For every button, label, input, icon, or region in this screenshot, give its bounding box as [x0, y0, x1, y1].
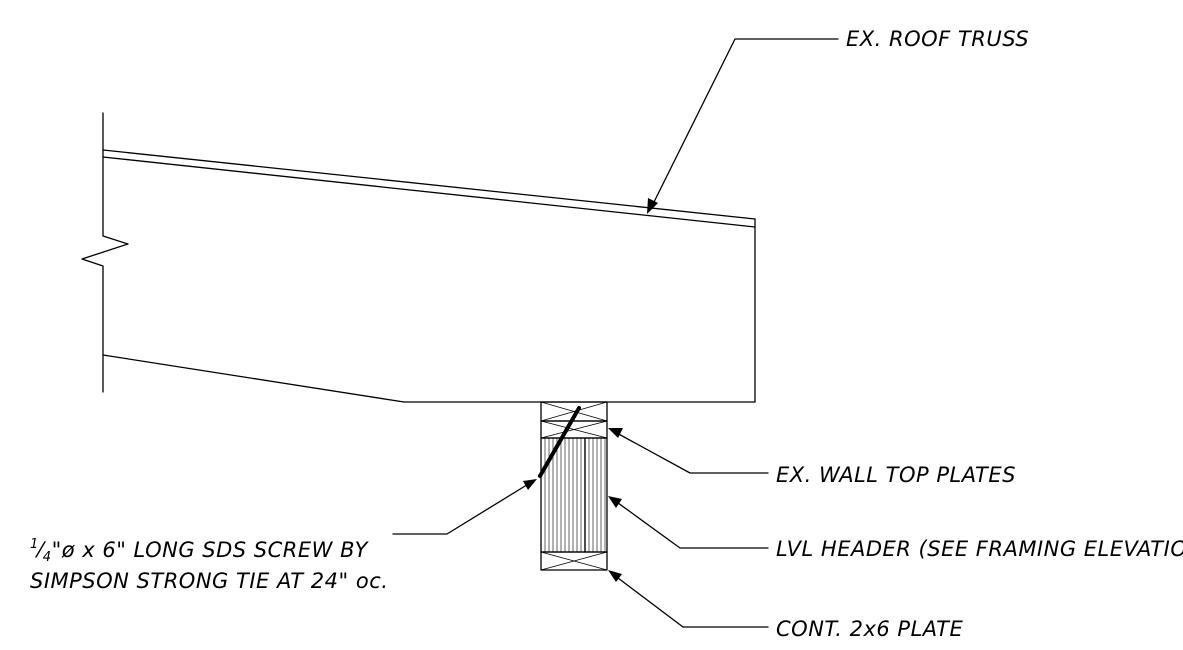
label-sds-screw-line2: SIMPSON STRONG TIE AT 24" oc. — [30, 569, 388, 593]
sds-screw — [538, 406, 581, 478]
cont-2x6-plate — [540, 551, 608, 571]
roof-truss — [102, 149, 756, 403]
break-line — [81, 112, 129, 393]
label-lvl-header: LVL HEADER (SEE FRAMING ELEVATION) — [776, 537, 1183, 561]
leader-wall-top-plates — [608, 428, 769, 474]
leader-roof-truss — [647, 38, 839, 214]
label-roof-truss: EX. ROOF TRUSS — [846, 27, 1029, 51]
label-wall-top-plates: EX. WALL TOP PLATES — [776, 463, 1016, 487]
leader-cont-plate — [608, 570, 769, 628]
label-sds-screw-line1: 1⁄4"ø x 6" LONG SDS SCREW BY — [30, 537, 370, 565]
fraction-denominator: 4 — [43, 550, 52, 565]
fraction-numerator: 1 — [30, 537, 39, 552]
leader-lvl-header — [608, 496, 769, 549]
leader-sds-screw — [392, 479, 537, 535]
label-cont-plate: CONT. 2x6 PLATE — [776, 617, 963, 641]
screw-line1-text: "ø x 6" LONG SDS SCREW BY — [52, 538, 370, 562]
